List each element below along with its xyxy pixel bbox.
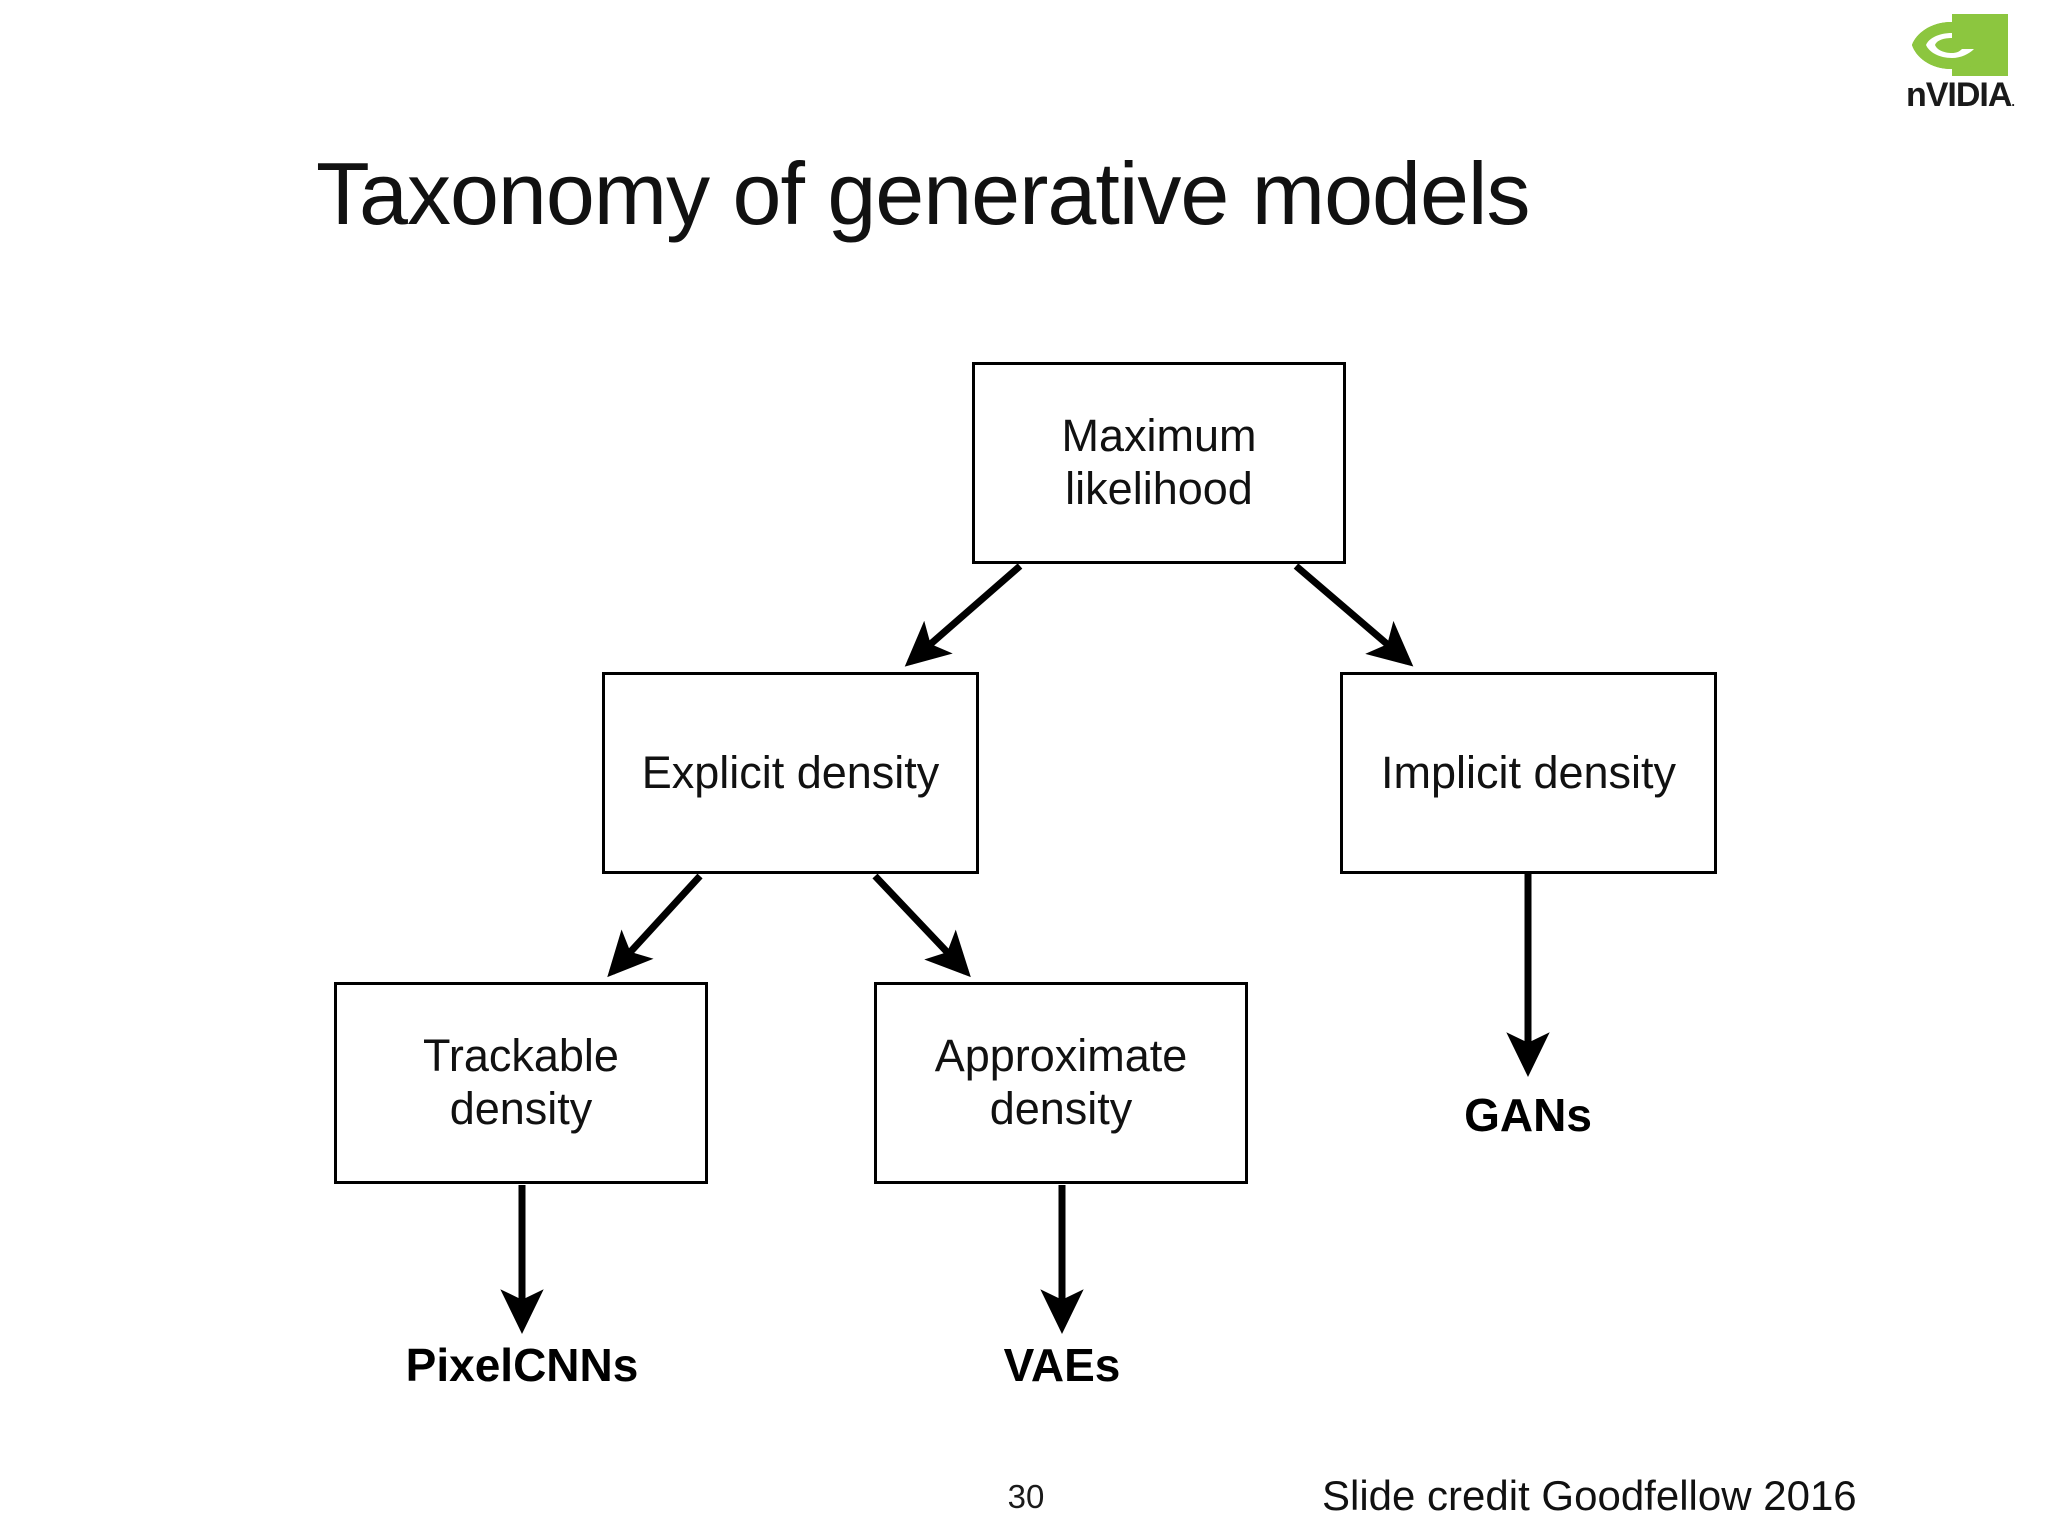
node-implicit-density[interactable]: Implicit density (1340, 672, 1717, 874)
node-trackable-density-label: Trackable density (423, 1030, 619, 1134)
node-explicit-density-label: Explicit density (641, 746, 940, 798)
edge-explicit-to-trackable (607, 873, 703, 978)
page-title: Taxonomy of generative models (316, 144, 1530, 243)
node-implicit-density-label: Implicit density (1380, 746, 1677, 798)
node-approximate-density-label: Approximate density (934, 1030, 1188, 1134)
node-trackable-density[interactable]: Trackable density (334, 982, 708, 1184)
node-maximum-likelihood-label: Maximum likelihood (1061, 410, 1257, 514)
node-maximum-likelihood[interactable]: Maximum likelihood (972, 362, 1346, 564)
edge-ml-to-implicit (1293, 563, 1414, 667)
node-approximate-density[interactable]: Approximate density (874, 982, 1248, 1184)
nvidia-wordmark: nVIDIA. (1905, 76, 2015, 114)
node-gans-label: GANs (1464, 1089, 1592, 1141)
edge-explicit-to-approximate (872, 873, 971, 978)
edge-ml-to-explicit (904, 563, 1023, 667)
slide-credit: Slide credit Goodfellow 2016 (1322, 1472, 1857, 1519)
nvidia-eye-icon (1912, 14, 2008, 80)
nvidia-logo: nVIDIA. (1890, 14, 2030, 114)
node-pixelcnns-label: PixelCNNs (405, 1339, 639, 1391)
registered-mark: . (2011, 94, 2015, 109)
node-vaes-label: VAEs (1003, 1339, 1121, 1391)
node-explicit-density[interactable]: Explicit density (602, 672, 979, 874)
page-number: 30 (1007, 1478, 1045, 1515)
